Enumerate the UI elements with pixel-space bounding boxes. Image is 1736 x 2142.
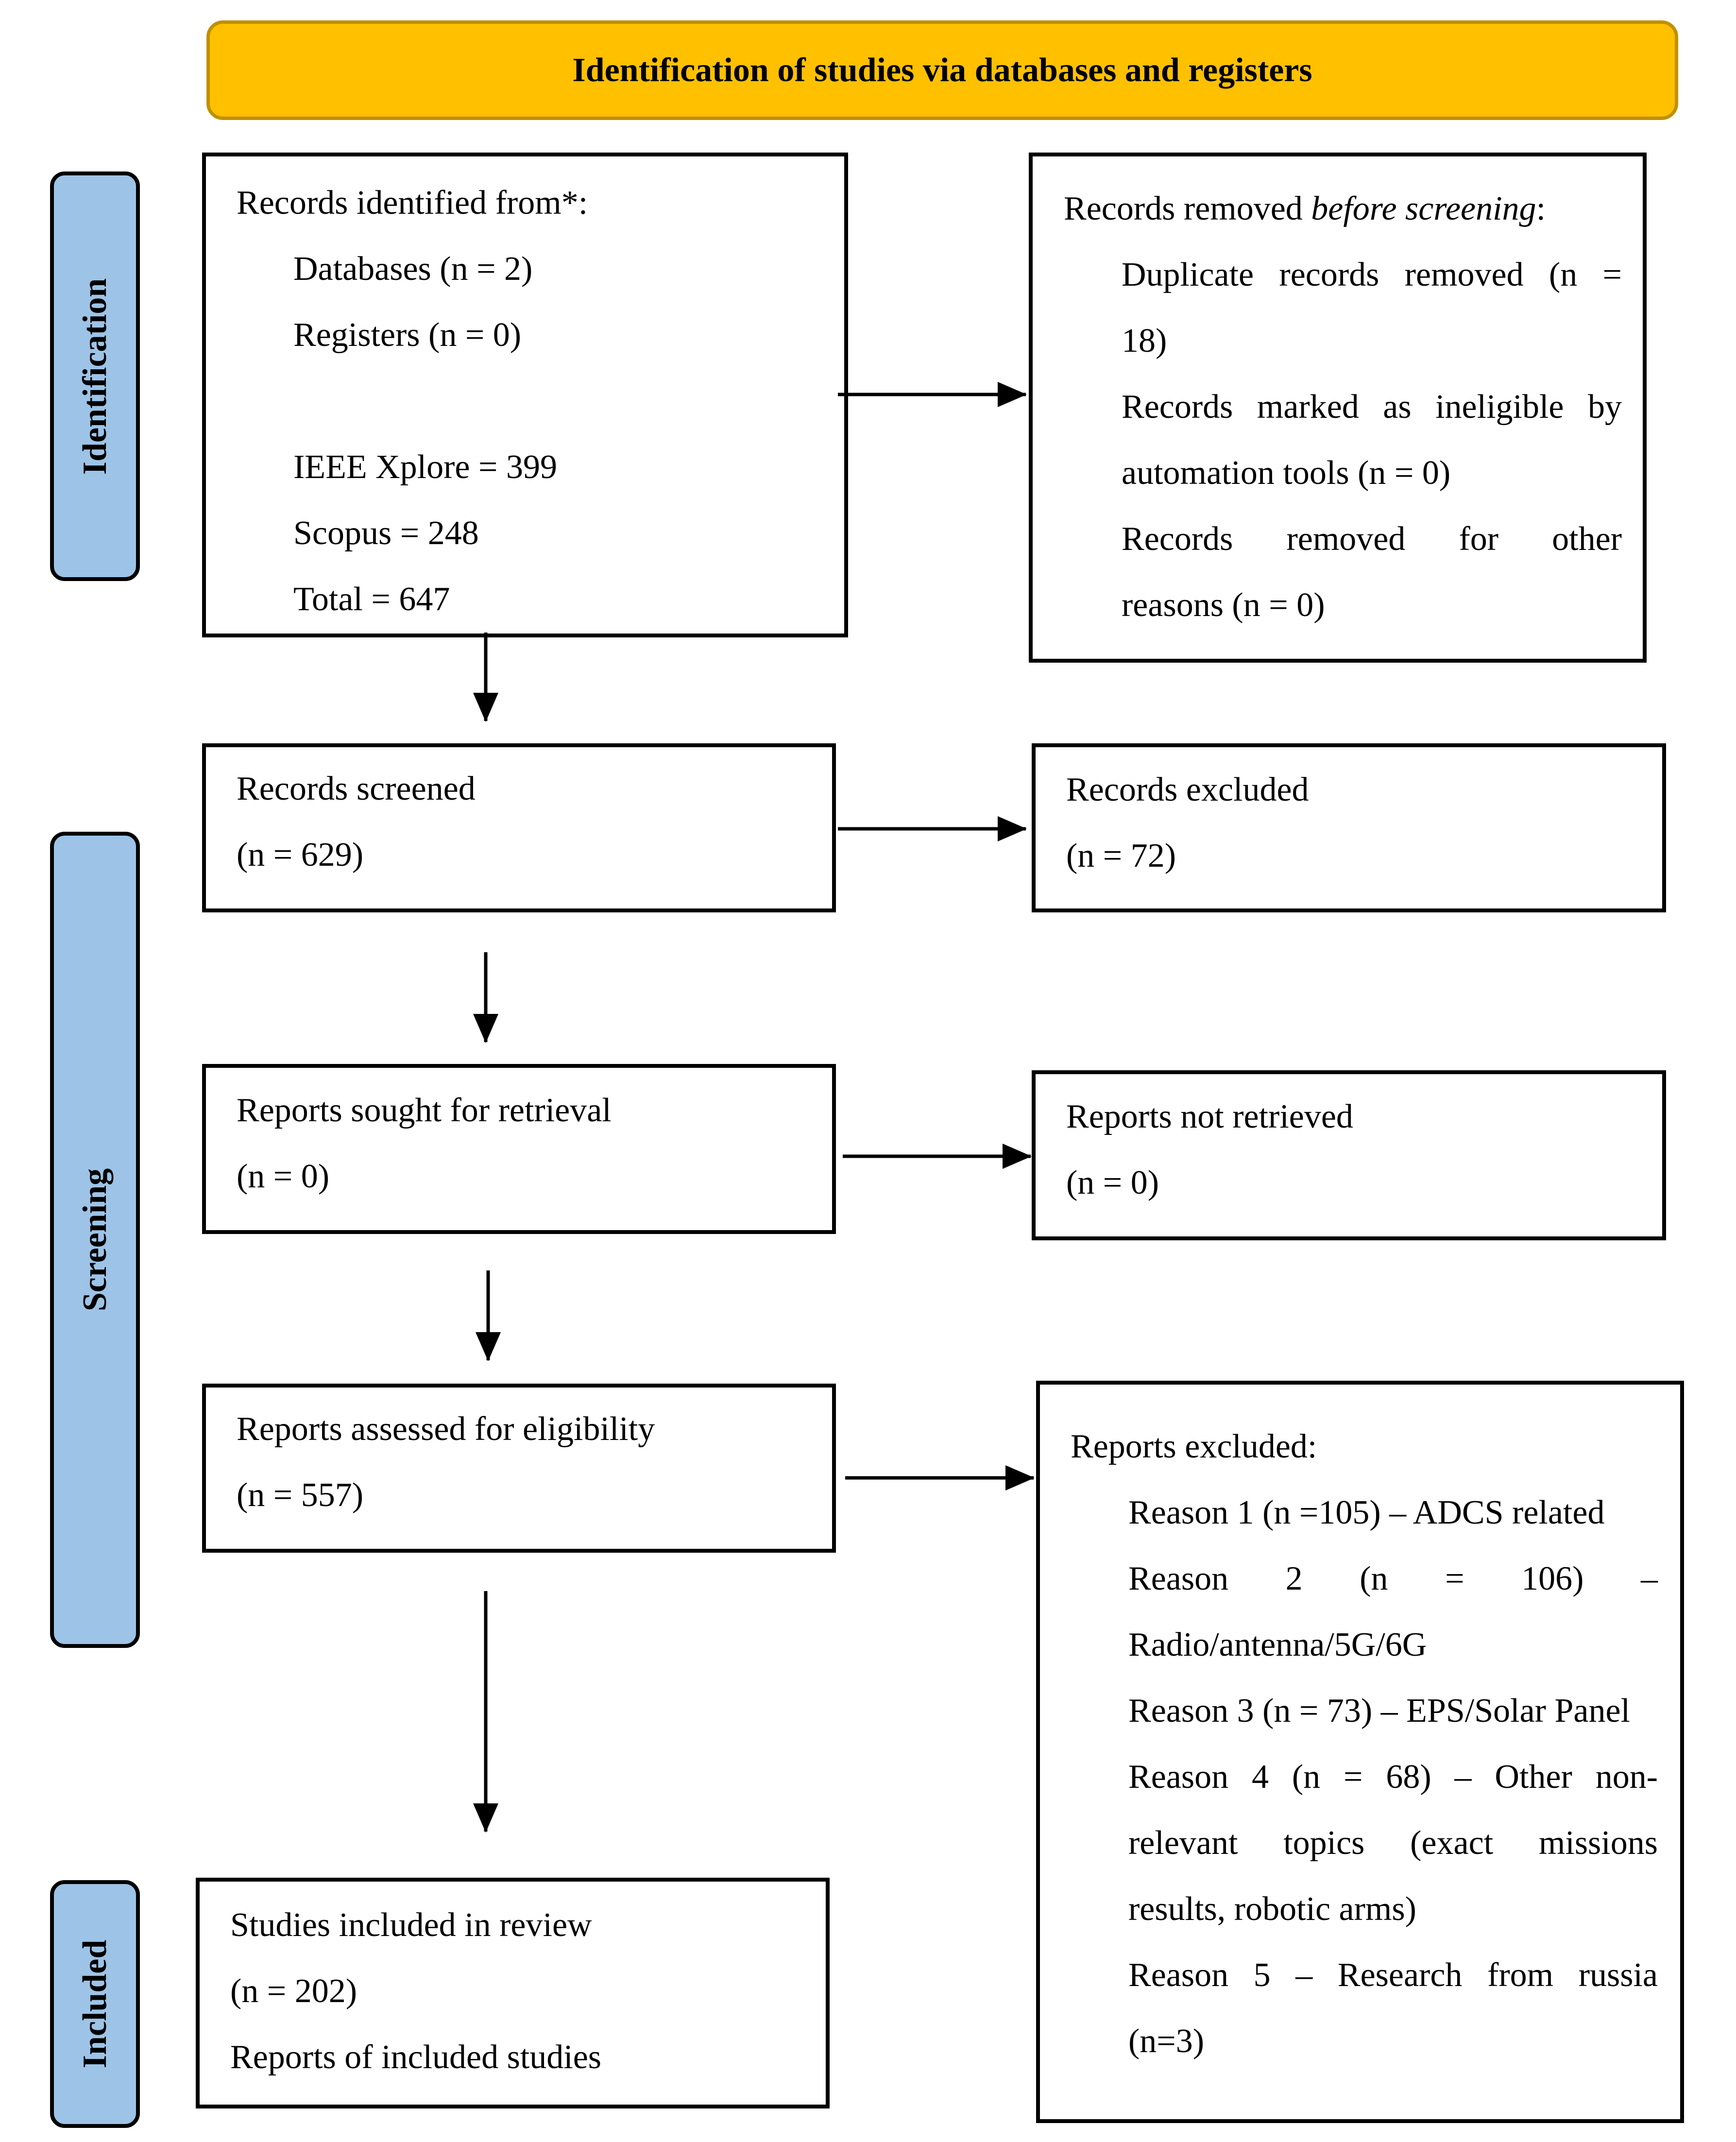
reports-not-retrieved-title: Reports not retrieved bbox=[1066, 1098, 1353, 1135]
other-removed-line2: reasons (n = 0) bbox=[1122, 586, 1325, 624]
registers-count: Registers (n = 0) bbox=[293, 316, 522, 354]
records-identified-title: Records identified from*: bbox=[237, 184, 588, 222]
header-title: Identification of studies via databases … bbox=[572, 51, 1312, 89]
duplicates-removed-line2: 18) bbox=[1122, 322, 1167, 360]
stage-screening: Screening bbox=[50, 832, 140, 1648]
records-excluded-count: (n = 72) bbox=[1066, 837, 1176, 874]
reports-not-retrieved-count: (n = 0) bbox=[1066, 1164, 1159, 1201]
reports-included-studies: Reports of included studies bbox=[230, 2039, 602, 2076]
header-banner: Identification of studies via databases … bbox=[206, 20, 1678, 120]
reason-5-line2: (n=3) bbox=[1128, 2022, 1205, 2060]
ieee-count: IEEE Xplore = 399 bbox=[293, 448, 557, 486]
reason-4-line1: Reason 4 (n = 68) – Other non- bbox=[1128, 1758, 1658, 1796]
databases-count: Databases (n = 2) bbox=[293, 250, 533, 288]
reason-2-line1: Reason 2 (n = 106) – bbox=[1128, 1560, 1658, 1597]
other-removed-line1: Records removed for other bbox=[1122, 520, 1622, 558]
records-screened-title: Records screened bbox=[237, 770, 476, 807]
reports-sought-count: (n = 0) bbox=[237, 1158, 330, 1195]
reports-sought-title: Reports sought for retrieval bbox=[237, 1092, 612, 1129]
reports-not-retrieved-box: Reports not retrieved (n = 0) bbox=[1032, 1070, 1666, 1240]
records-excluded-box: Records excluded (n = 72) bbox=[1032, 743, 1666, 912]
stage-identification: Identification bbox=[50, 171, 140, 581]
reports-assessed-title: Reports assessed for eligibility bbox=[237, 1410, 655, 1448]
reason-1: Reason 1 (n =105) – ADCS related bbox=[1128, 1494, 1605, 1531]
reports-excluded-title: Reports excluded: bbox=[1071, 1428, 1317, 1465]
records-screened-count: (n = 629) bbox=[237, 836, 364, 874]
reason-4-line3: results, robotic arms) bbox=[1128, 1890, 1416, 1928]
reason-4-line2: relevant topics (exact missions bbox=[1128, 1824, 1658, 1862]
studies-included-box: Studies included in review (n = 202) Rep… bbox=[196, 1878, 830, 2108]
reports-sought-box: Reports sought for retrieval (n = 0) bbox=[202, 1064, 836, 1234]
ineligible-line2: automation tools (n = 0) bbox=[1122, 454, 1451, 492]
reason-3: Reason 3 (n = 73) – EPS/Solar Panel bbox=[1128, 1692, 1631, 1730]
records-removed-box: Records removed before screening: Duplic… bbox=[1029, 153, 1647, 663]
reports-excluded-box: Reports excluded: Reason 1 (n =105) – AD… bbox=[1036, 1381, 1684, 2123]
reports-assessed-count: (n = 557) bbox=[237, 1476, 364, 1514]
records-removed-title: Records removed before screening: bbox=[1064, 190, 1546, 227]
total-count: Total = 647 bbox=[293, 581, 450, 618]
studies-included-title: Studies included in review bbox=[230, 1906, 592, 1944]
records-excluded-title: Records excluded bbox=[1066, 771, 1309, 808]
reason-2-line2: Radio/antenna/5G/6G bbox=[1128, 1626, 1427, 1663]
studies-included-count: (n = 202) bbox=[230, 1972, 357, 2010]
scopus-count: Scopus = 248 bbox=[293, 514, 479, 552]
reason-5-line1: Reason 5 – Research from russia bbox=[1128, 1956, 1658, 1994]
records-identified-box: Records identified from*: Databases (n =… bbox=[202, 153, 848, 637]
duplicates-removed-line1: Duplicate records removed (n = bbox=[1122, 256, 1622, 293]
reports-assessed-box: Reports assessed for eligibility (n = 55… bbox=[202, 1384, 836, 1553]
ineligible-line1: Records marked as ineligible by bbox=[1122, 388, 1622, 426]
records-screened-box: Records screened (n = 629) bbox=[202, 743, 836, 912]
stage-included: Included bbox=[50, 1880, 140, 2128]
